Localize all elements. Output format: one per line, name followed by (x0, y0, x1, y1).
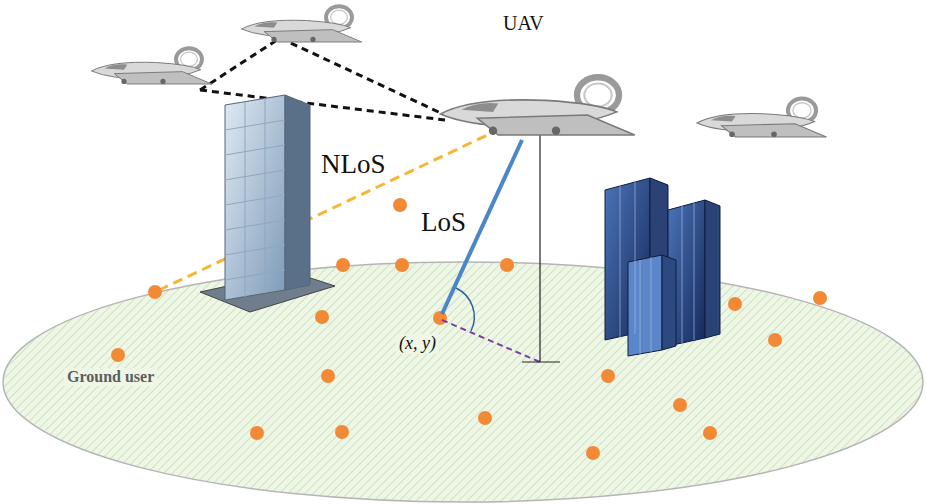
ground-projection (442, 320, 540, 362)
uav-label: UAV (500, 12, 547, 34)
height-bracket (522, 133, 560, 362)
nlos-link (155, 122, 515, 292)
ground-users (111, 198, 827, 460)
uav-icon (697, 99, 827, 138)
coordinate-label: (x, y) (396, 334, 439, 354)
left-building (200, 95, 335, 312)
ground-area (3, 262, 923, 502)
uav-icon (441, 77, 635, 135)
elevation-angle-arc (456, 288, 474, 331)
los-label: LoS (418, 208, 469, 238)
uav-icon (242, 6, 362, 42)
uav-icon (92, 48, 212, 84)
nlos-label: NLoS (318, 150, 389, 180)
right-buildings (605, 178, 720, 356)
ground-user-label: Ground user (64, 368, 157, 386)
